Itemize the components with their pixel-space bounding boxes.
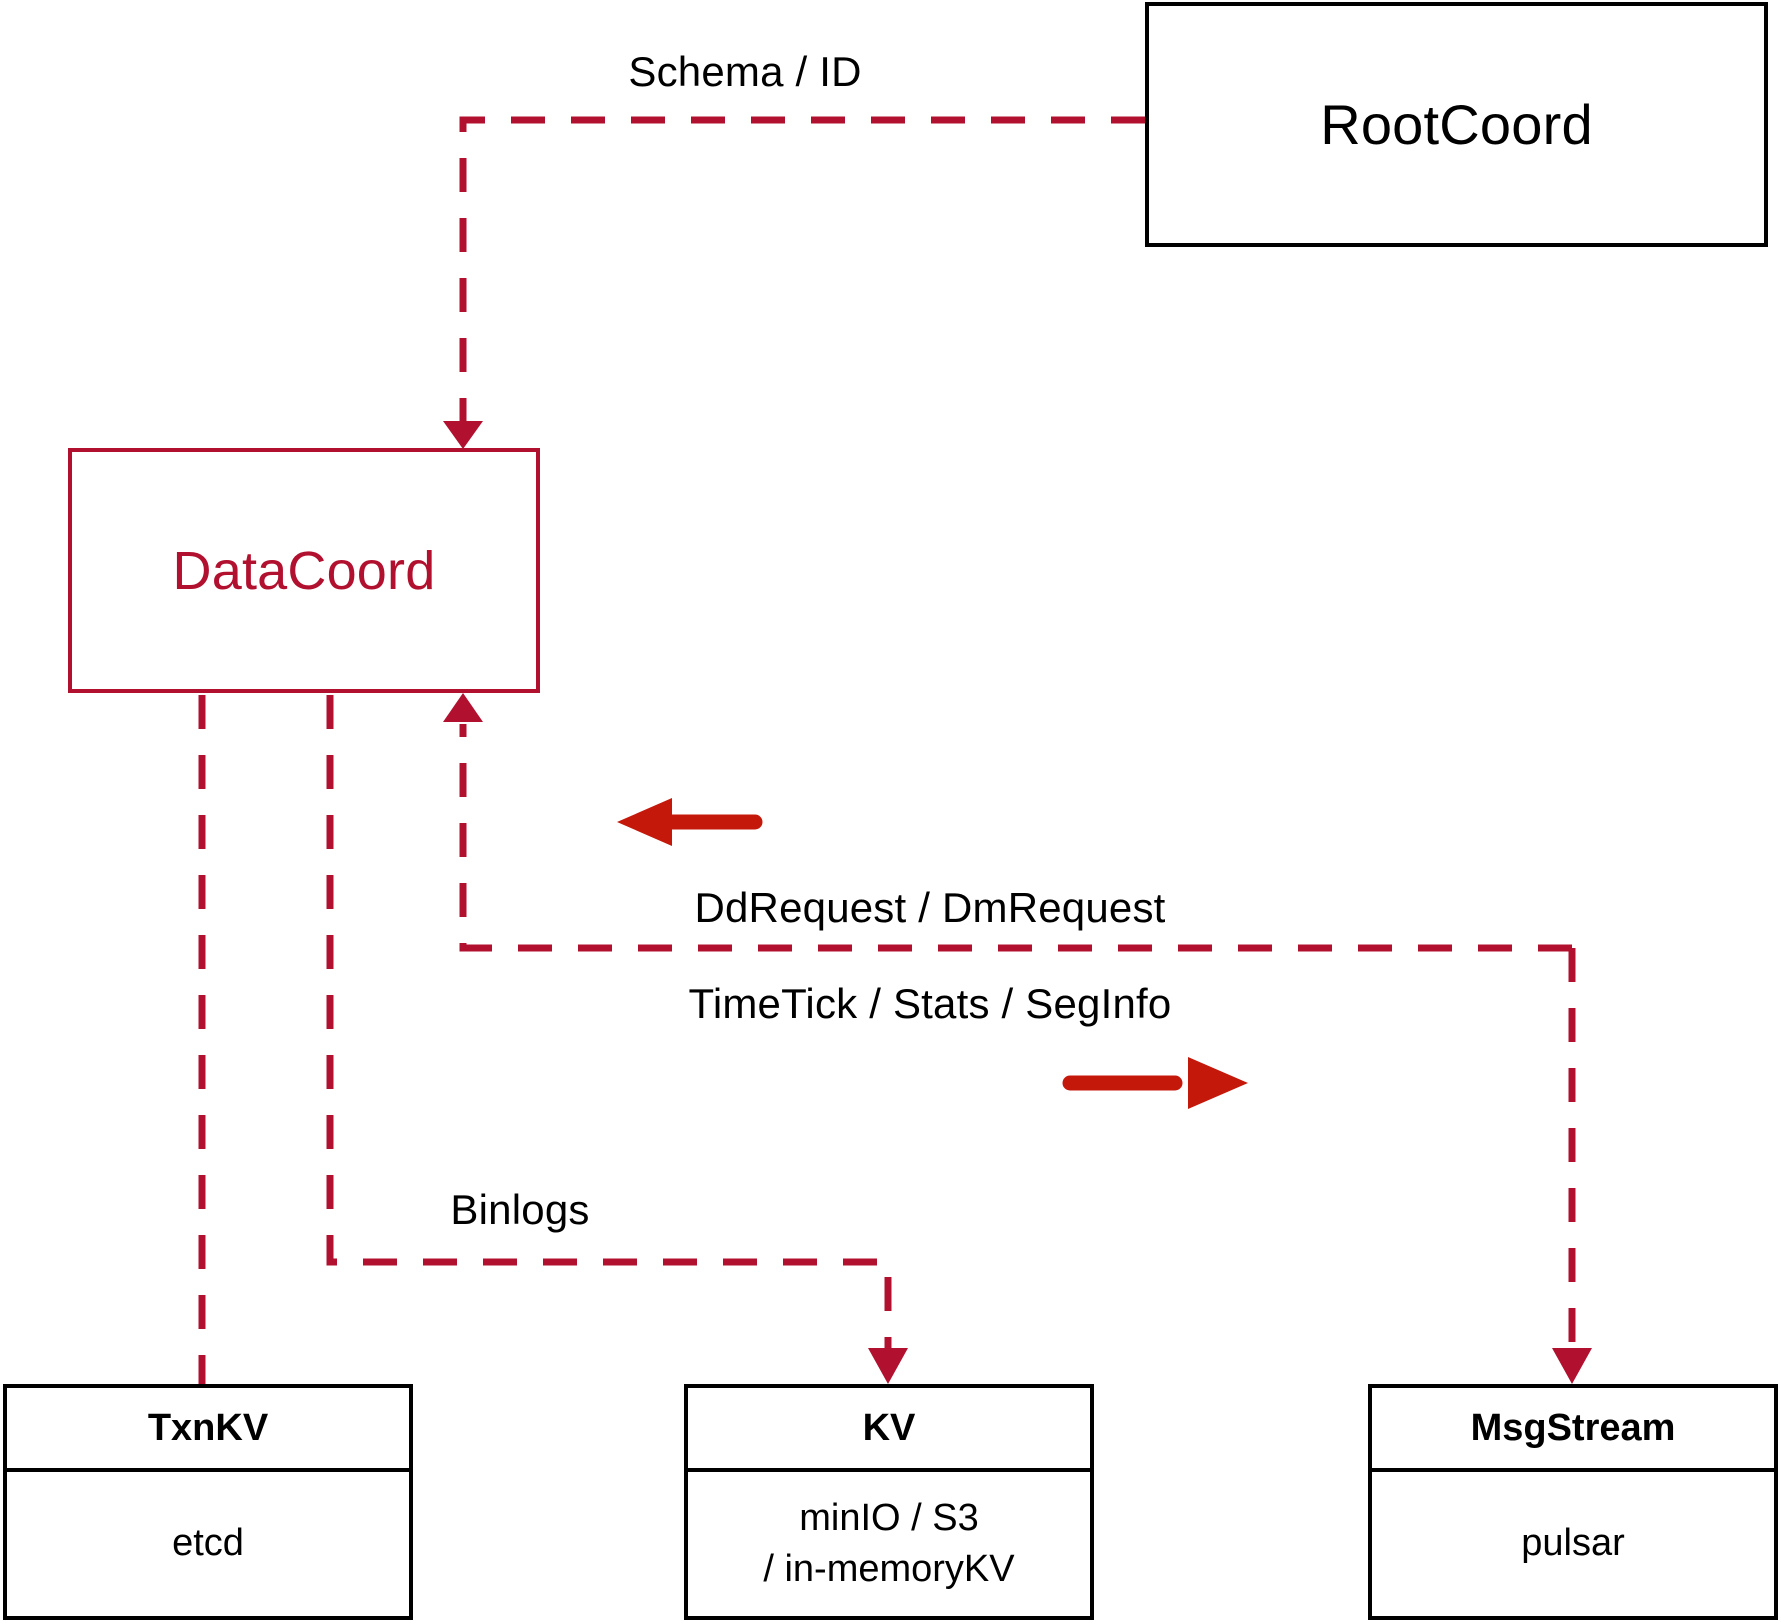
edge-label-dd-dm-request: DdRequest / DmRequest: [694, 884, 1166, 931]
edge-msgstream-to-datacoord: [443, 693, 1572, 952]
node-txnkv-body-line: etcd: [172, 1522, 244, 1565]
outbound-direction-marker-icon: [1062, 1057, 1248, 1109]
node-txnkv-body: etcd: [7, 1472, 409, 1616]
node-kv-body-line-1: minIO / S3: [799, 1496, 979, 1539]
edge-rootcoord-to-datacoord: [443, 116, 1145, 449]
node-txnkv-title: TxnKV: [7, 1388, 409, 1472]
node-msgstream-body-line: pulsar: [1521, 1522, 1625, 1565]
node-msgstream[interactable]: MsgStream pulsar: [1368, 1384, 1778, 1620]
node-msgstream-body: pulsar: [1372, 1472, 1774, 1616]
node-datacoord-title: DataCoord: [172, 540, 436, 601]
edge-datacoord-to-msgstream: [1552, 948, 1592, 1384]
edge-label-binlogs: Binlogs: [450, 1186, 590, 1233]
node-kv-title: KV: [688, 1388, 1090, 1472]
node-kv-body: minIO / S3 / in-memoryKV: [688, 1472, 1090, 1616]
edge-label-schema-id: Schema / ID: [628, 48, 862, 95]
node-rootcoord-title: RootCoord: [1320, 93, 1593, 156]
node-msgstream-title: MsgStream: [1372, 1388, 1774, 1472]
node-datacoord[interactable]: DataCoord: [68, 448, 540, 693]
edge-label-timetick-stats-seginfo: TimeTick / Stats / SegInfo: [688, 980, 1172, 1027]
edge-datacoord-to-kv: [326, 695, 908, 1384]
node-kv[interactable]: KV minIO / S3 / in-memoryKV: [684, 1384, 1094, 1620]
node-txnkv[interactable]: TxnKV etcd: [3, 1384, 413, 1620]
node-rootcoord[interactable]: RootCoord: [1145, 2, 1768, 247]
node-kv-body-line-2: / in-memoryKV: [763, 1548, 1015, 1590]
inbound-direction-marker-icon: [617, 798, 763, 846]
